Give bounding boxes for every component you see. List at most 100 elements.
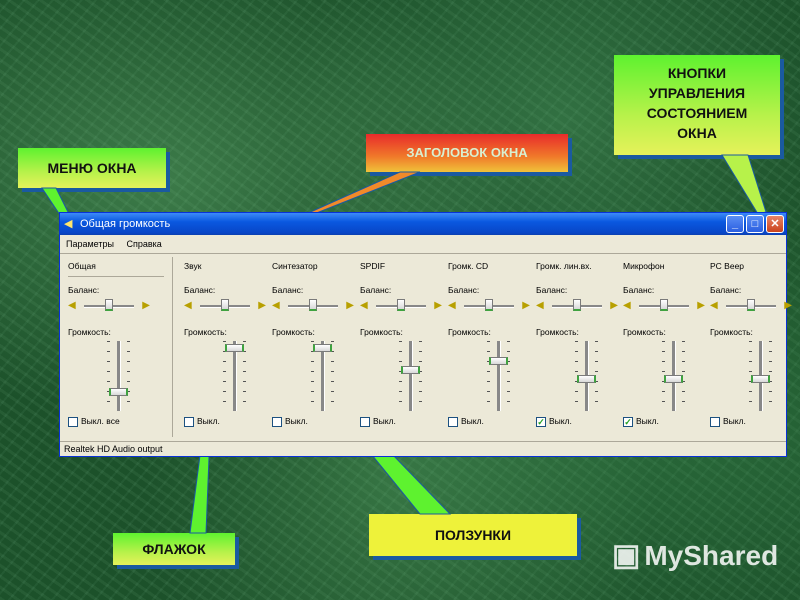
volume-label: Громкость:: [710, 327, 753, 337]
balance-slider[interactable]: ◀▶: [448, 297, 530, 315]
callout-sliders: ПОЛЗУНКИ: [369, 514, 577, 556]
callout-line: СОСТОЯНИЕМ: [646, 105, 748, 121]
window-title: Общая громкость: [80, 218, 171, 230]
menu-bar: Параметры Справка: [60, 235, 786, 253]
volume-label: Громкость:: [272, 327, 315, 337]
watermark-text: MyShared: [644, 540, 779, 571]
watermark: ▣MyShared: [612, 538, 778, 573]
slider-ticks: [311, 341, 314, 411]
balance-slider[interactable]: ◀▶: [710, 297, 792, 315]
volume-slider[interactable]: [220, 341, 250, 411]
balance-slider[interactable]: ◀▶: [68, 297, 150, 315]
balance-label: Баланс:: [448, 285, 480, 295]
balance-label: Баланс:: [184, 285, 216, 295]
channel-name: Микрофон: [623, 261, 665, 271]
close-button[interactable]: ✕: [766, 215, 784, 233]
volume-slider[interactable]: [308, 341, 338, 411]
volume-control-window: ◀ Общая громкость _ □ ✕ Параметры Справк…: [59, 212, 792, 457]
volume-thumb[interactable]: [313, 344, 332, 353]
balance-thumb[interactable]: [221, 299, 229, 311]
volume-label: Громкость:: [623, 327, 666, 337]
minimize-button[interactable]: _: [726, 215, 744, 233]
speaker-right-icon: ▶: [697, 300, 705, 311]
checkbox-box[interactable]: [272, 416, 282, 427]
checkbox-box[interactable]: [710, 416, 720, 427]
balance-thumb[interactable]: [397, 299, 405, 311]
volume-slider[interactable]: [484, 341, 514, 411]
mute-checkbox[interactable]: ✓Выкл.: [623, 416, 659, 427]
balance-slider[interactable]: ◀▶: [272, 297, 354, 315]
channel-name: Общая: [68, 261, 96, 271]
channel-name: Синтезатор: [272, 261, 318, 271]
balance-slider[interactable]: ◀▶: [623, 297, 705, 315]
balance-thumb[interactable]: [309, 299, 317, 311]
checkbox-box[interactable]: [68, 416, 78, 427]
slider-ticks: [243, 341, 246, 411]
mute-label: Выкл.: [636, 416, 659, 426]
mute-checkbox[interactable]: Выкл.: [184, 416, 220, 427]
slider-ticks: [682, 341, 685, 411]
slider-ticks: [662, 341, 665, 411]
balance-thumb[interactable]: [105, 299, 113, 311]
menu-help[interactable]: Справка: [126, 239, 162, 249]
callout-line: КНОПКИ: [667, 65, 727, 81]
balance-thumb[interactable]: [485, 299, 493, 311]
volume-thumb[interactable]: [109, 387, 128, 396]
mute-checkbox[interactable]: Выкл.: [360, 416, 396, 427]
channel-name: Громк. лин.вх.: [536, 261, 592, 271]
checkbox-box[interactable]: ✓: [536, 416, 546, 427]
mute-checkbox[interactable]: Выкл. все: [68, 416, 120, 427]
checkbox-box[interactable]: [360, 416, 370, 427]
checkbox-box[interactable]: ✓: [623, 416, 633, 427]
volume-thumb[interactable]: [401, 365, 420, 374]
balance-label: Баланс:: [623, 285, 655, 295]
volume-slider[interactable]: [659, 341, 689, 411]
channel-name: Громк. CD: [448, 261, 489, 271]
mute-checkbox[interactable]: Выкл.: [710, 416, 746, 427]
status-bar: Realtek HD Audio output: [64, 444, 163, 454]
balance-label: Баланс:: [68, 285, 100, 295]
balance-label: Баланс:: [536, 285, 568, 295]
volume-thumb[interactable]: [225, 344, 244, 353]
maximize-button[interactable]: □: [746, 215, 764, 233]
volume-track: [497, 341, 501, 411]
volume-slider[interactable]: [746, 341, 776, 411]
balance-slider[interactable]: ◀▶: [536, 297, 618, 315]
pointer-title: [305, 171, 421, 215]
menu-options[interactable]: Параметры: [66, 239, 114, 249]
volume-track: [321, 341, 325, 411]
volume-thumb[interactable]: [664, 375, 683, 384]
speaker-left-icon: ◀: [184, 300, 192, 311]
slider-ticks: [223, 341, 226, 411]
balance-slider[interactable]: ◀▶: [184, 297, 266, 315]
volume-thumb[interactable]: [577, 375, 596, 384]
balance-thumb[interactable]: [660, 299, 668, 311]
callout-window-menu: МЕНЮ ОКНА: [18, 148, 166, 188]
channel-name: PC Beep: [710, 261, 745, 271]
balance-thumb[interactable]: [573, 299, 581, 311]
balance-thumb[interactable]: [747, 299, 755, 311]
volume-thumb[interactable]: [489, 356, 508, 365]
volume-slider[interactable]: [396, 341, 426, 411]
speaker-right-icon: ▶: [258, 300, 266, 311]
mute-checkbox[interactable]: Выкл.: [448, 416, 484, 427]
presentation-icon: ▣: [612, 539, 641, 572]
mute-label: Выкл. все: [81, 416, 120, 426]
mute-checkbox[interactable]: Выкл.: [272, 416, 308, 427]
volume-slider[interactable]: [572, 341, 602, 411]
mute-label: Выкл.: [723, 416, 746, 426]
volume-slider[interactable]: [104, 341, 134, 411]
checkbox-box[interactable]: [184, 416, 194, 427]
title-bar[interactable]: ◀ Общая громкость _ □ ✕: [60, 213, 786, 235]
balance-slider[interactable]: ◀▶: [360, 297, 442, 315]
mute-checkbox[interactable]: ✓Выкл.: [536, 416, 572, 427]
slider-ticks: [575, 341, 578, 411]
slider-ticks: [769, 341, 772, 411]
callout-window-title: ЗАГОЛОВОК ОКНА: [366, 134, 568, 172]
volume-thumb[interactable]: [751, 375, 770, 384]
balance-label: Баланс:: [272, 285, 304, 295]
checkbox-box[interactable]: [448, 416, 458, 427]
